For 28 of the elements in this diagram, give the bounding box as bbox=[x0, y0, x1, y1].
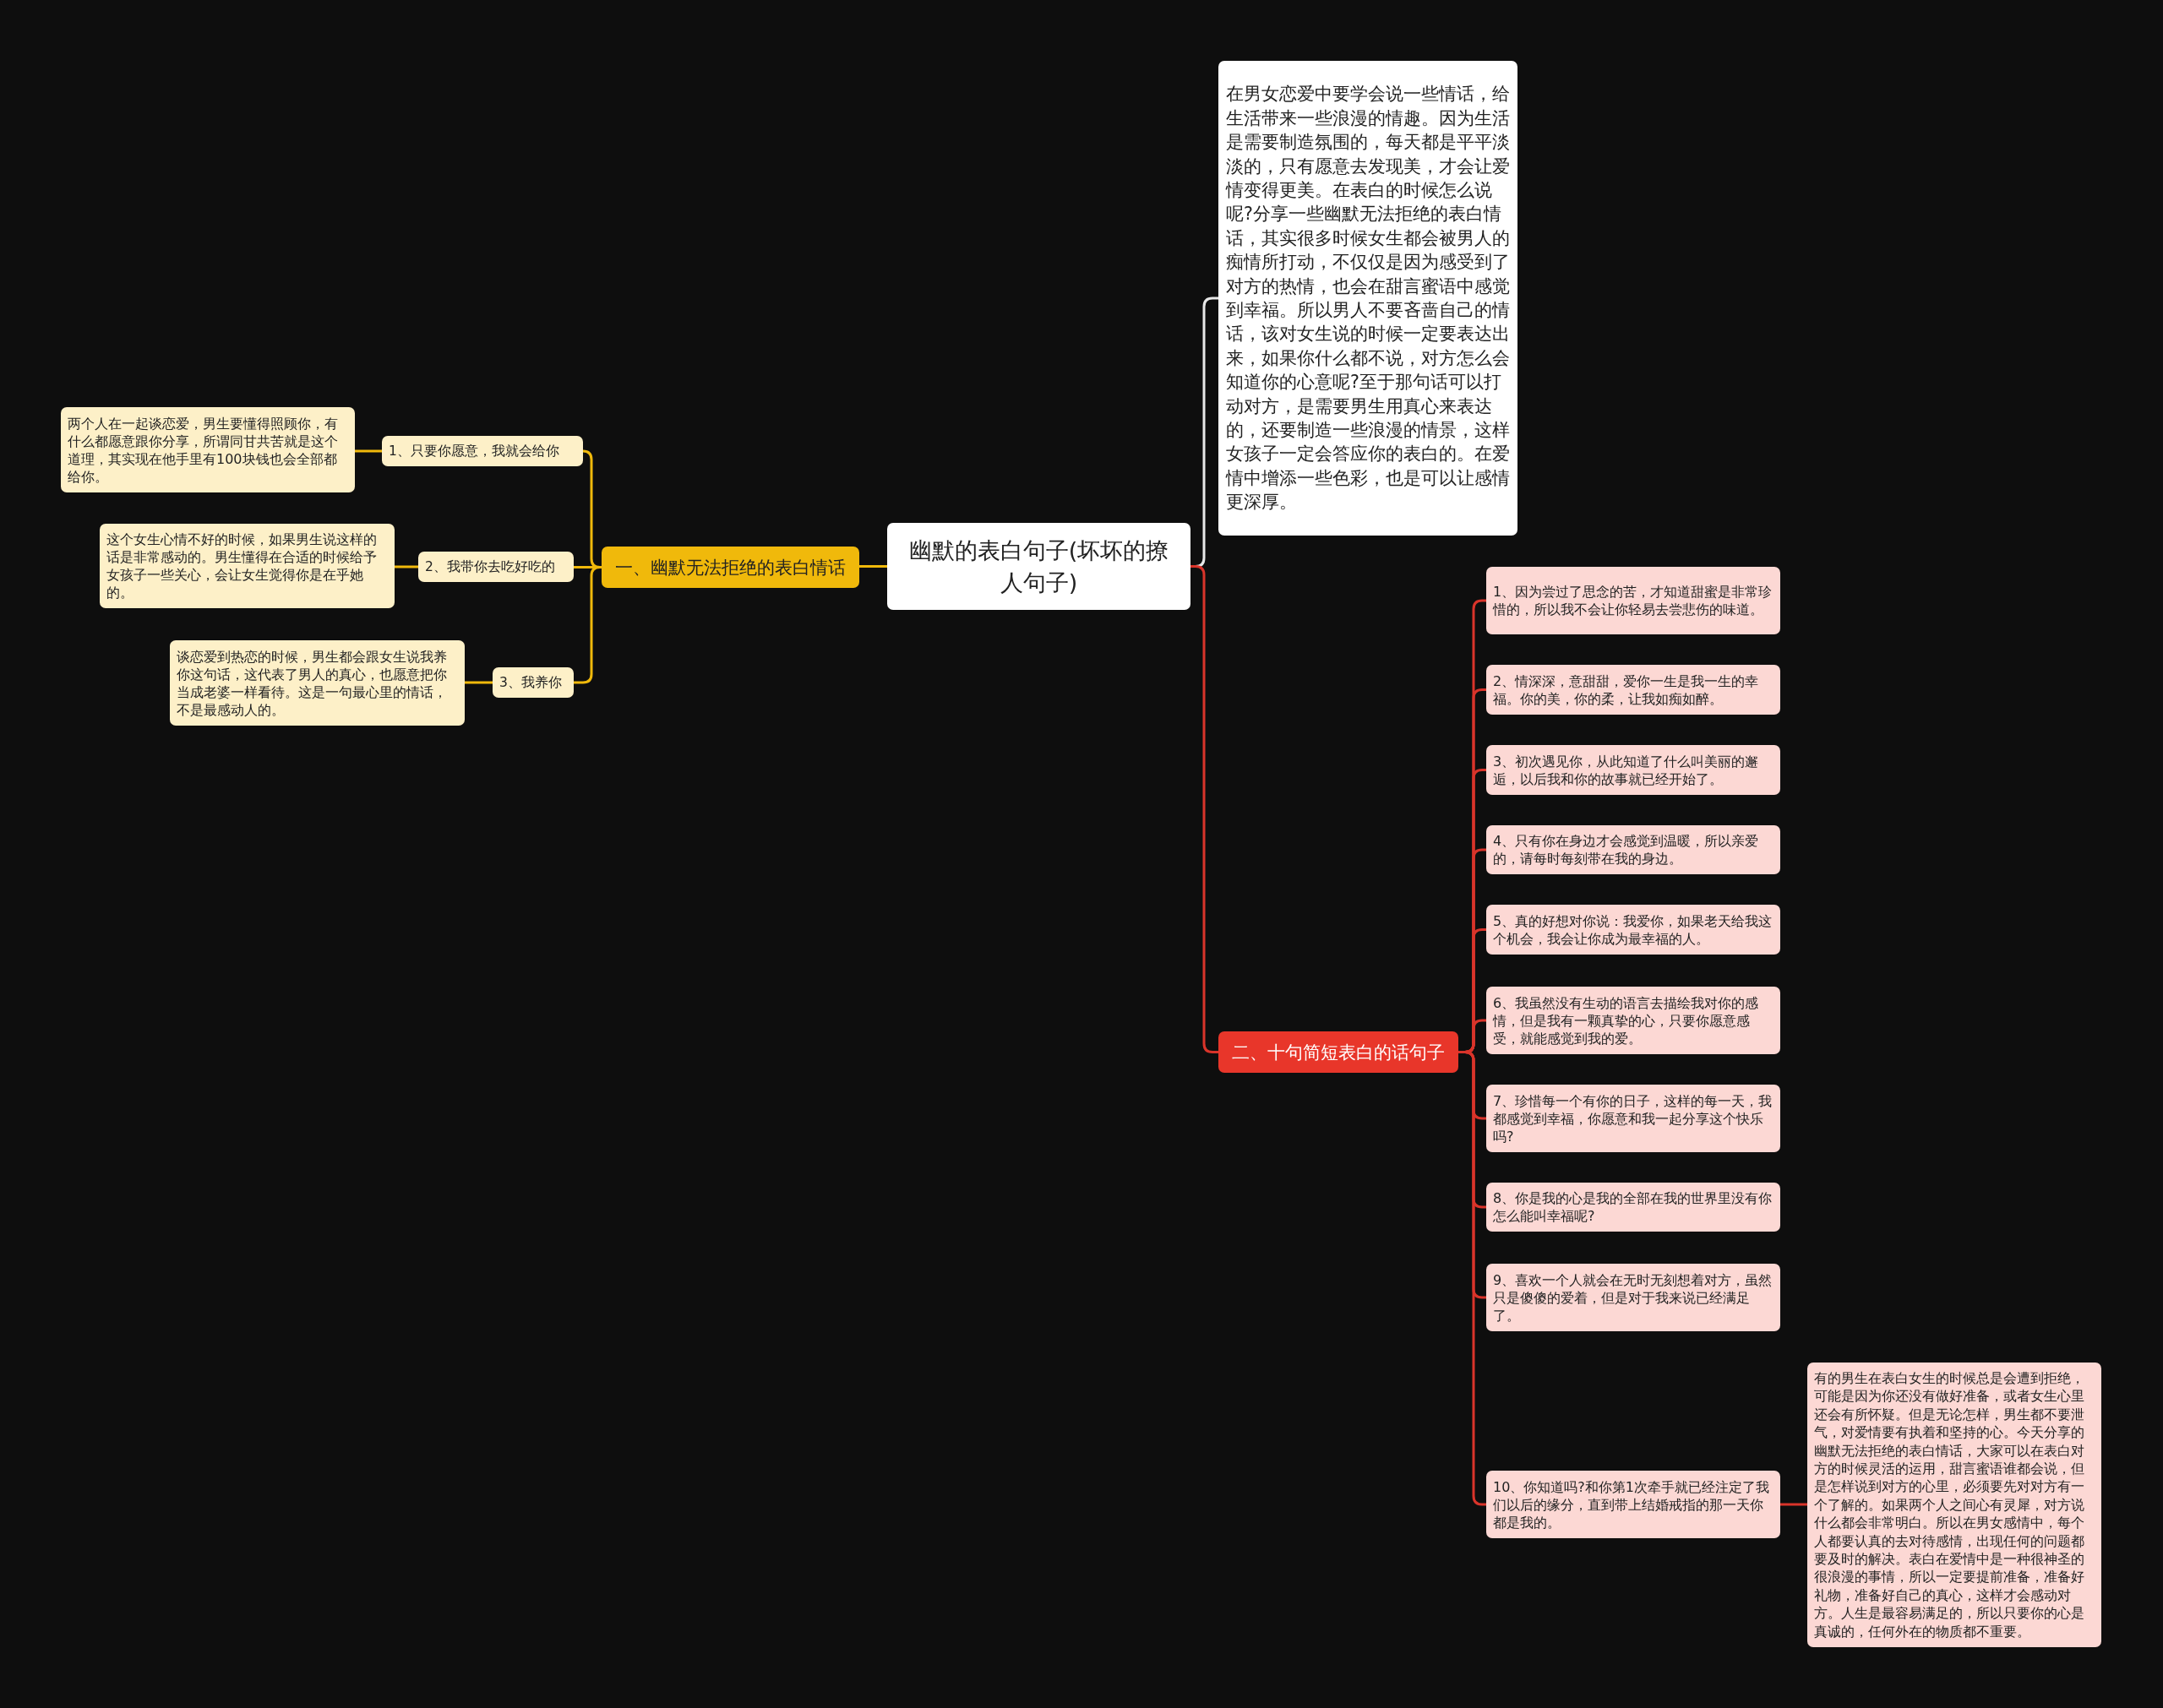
topic-box: 4、只有你在身边才会感觉到温暖，所以亲爱的，请每时每刻带在我的身边。 bbox=[1486, 825, 1780, 874]
note-box: 两个人在一起谈恋爱，男生要懂得照顾你，有什么都愿意跟你分享，所谓同甘共苦就是这个道理，其实现在他手里有100块钱也会全部都给你。 bbox=[61, 407, 355, 492]
connector-line bbox=[574, 566, 602, 684]
connector-line bbox=[1780, 1503, 1807, 1506]
connector-line bbox=[1190, 565, 1218, 1053]
topic-box: 9、喜欢一个人就会在无时无刻想着对方，虽然只是傻傻的爱着，但是对于我来说已经满足了。 bbox=[1486, 1264, 1780, 1331]
connector-line bbox=[859, 565, 887, 568]
topic-box: 7、珍惜每一个有你的日子，这样的每一天，我都感觉到幸福，你愿意和我一起分享这个快乐吗? bbox=[1486, 1085, 1780, 1152]
branch-box: 二、十句简短表白的话句子 bbox=[1218, 1031, 1458, 1073]
note-box: 有的男生在表白女生的时候总是会遭到拒绝，可能是因为你还没有做好准备，或者女生心里还会有所怀疑。但是无论怎样，男生都不要泄气，对爱情要有执着和坚持的心。今天分享的幽默无法拒绝的表白情话，大家可以在表白对方的时候灵活的运用，甜言蜜语谁都会说，但是怎样说到对方的心里，必须要先对对方有一个了解的。如果两个人之间心有灵犀，对方说什么都会非常明白。所以在男女感情中，每个人都要认真的去对待感情，出现任何的问题都要及时的解决。表白在爱情中是一种很神圣的很浪漫的事情，所以一定要提前准备，准备好礼物，准备好自己的真心，这样才会感动对方。人生是最容易满足的，所以只要你的心是真诚的，任何外在的物质都不重要。 bbox=[1807, 1363, 2101, 1648]
topic-box: 3、初次遇见你，从此知道了什么叫美丽的邂逅，以后我和你的故事就已经开始了。 bbox=[1486, 745, 1780, 795]
topic-box: 10、你知道吗?和你第1次牵手就已经注定了我们以后的缘分，直到带上结婚戒指的那一天你都是我的。 bbox=[1486, 1471, 1780, 1538]
topic-box: 3、我养你 bbox=[493, 667, 574, 698]
topic-box: 8、你是我的心是我的全部在我的世界里没有你怎么能叫幸福呢? bbox=[1486, 1183, 1780, 1232]
topic-box: 5、真的好想对你说：我爱你，如果老天给我这个机会，我会让你成为最幸福的人。 bbox=[1486, 905, 1780, 955]
topic-box: 2、我带你去吃好吃的 bbox=[418, 552, 574, 582]
topic-box: 2、情深深，意甜甜，爱你一生是我一生的幸福。你的美，你的柔，让我如痴如醉。 bbox=[1486, 665, 1780, 715]
connector-line bbox=[395, 565, 418, 568]
connector-line bbox=[465, 681, 493, 684]
branch-box: 一、幽默无法拒绝的表白情话 bbox=[602, 547, 859, 588]
connector-line bbox=[355, 449, 382, 453]
note-box: 这个女生心情不好的时候，如果男生说这样的话是非常感动的。男生懂得在合适的时候给予女孩子一些关心，会让女生觉得你是在乎她的。 bbox=[100, 524, 395, 608]
root-topic-box: 幽默的表白句子(坏坏的撩人句子) bbox=[887, 523, 1190, 610]
text-box: 在男女恋爱中要学会说一些情话，给生活带来一些浪漫的情趣。因为生活是需要制造氛围的，每天都是平平淡淡的，只有愿意去发现美，才会让爱情变得更美。在表白的时候怎么说呢?分享一些幽默无法拒绝的表白情话，其实很多时候女生都会被男人的痴情所打动，不仅仅是因为感受到了对方的热情，也会在甜言蜜语中感觉到幸福。所以男人不要吝啬自己的情话，该对女生说的时候一定要表达出来，如果你什么都不说，对方怎么会知道你的心意呢?至于那句话可以打动对方，是需要男生用真心来表达的，还要制造一些浪漫的情景，这样女孩子一定会答应你的表白的。在爱情中增添一些色彩，也是可以让感情更深厚。 bbox=[1218, 61, 1517, 536]
note-box: 谈恋爱到热恋的时候，男生都会跟女生说我养你这句话，这代表了男人的真心，也愿意把你当成老婆一样看待。这是一句最心里的情话，不是最感动人的。 bbox=[170, 640, 465, 726]
topic-box: 1、只要你愿意，我就会给你 bbox=[382, 436, 583, 466]
topic-box: 1、因为尝过了思念的苦，才知道甜蜜是非常珍惜的，所以我不会让你轻易去尝悲伤的味道。 bbox=[1486, 567, 1780, 634]
topic-box: 6、我虽然没有生动的语言去描绘我对你的感情，但是我有一颗真挚的心，只要你愿意感受，就能感觉到我的爱。 bbox=[1486, 987, 1780, 1054]
